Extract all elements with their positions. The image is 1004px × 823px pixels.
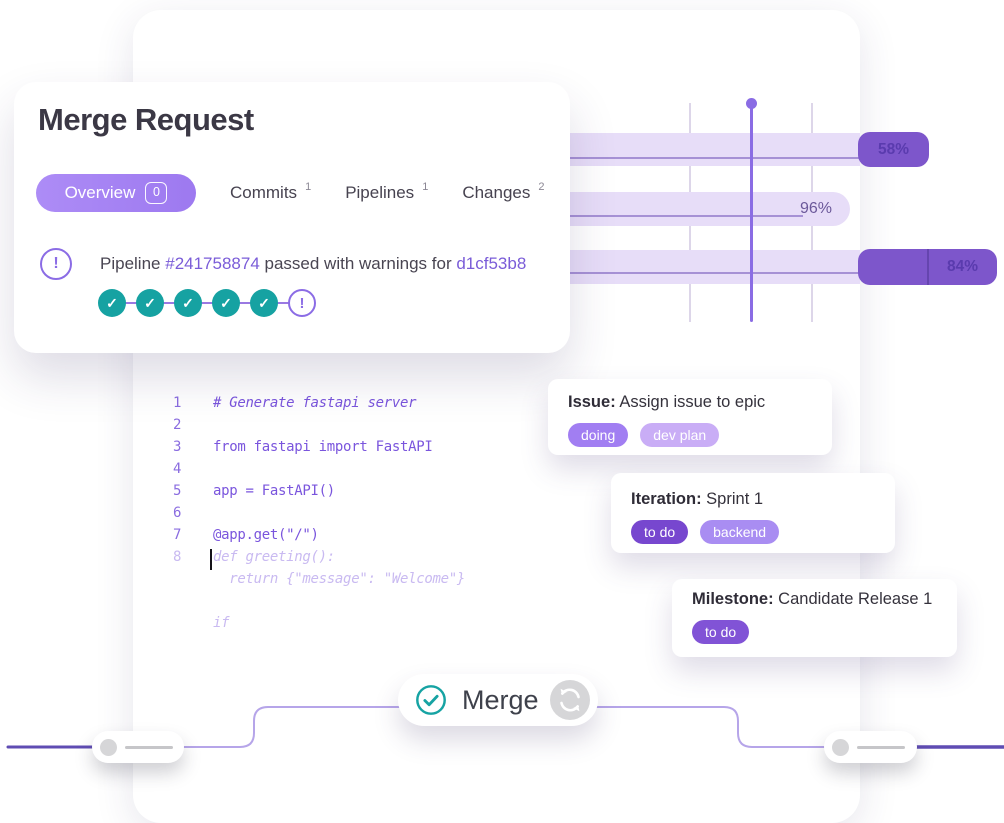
tab-label: Changes: [462, 183, 531, 202]
tab-badge: 0: [145, 182, 168, 204]
warning-icon: !: [40, 248, 72, 280]
iteration-tags: to do backend: [631, 520, 875, 544]
label-to-do[interactable]: to do: [631, 520, 689, 544]
code-line: 2: [173, 417, 182, 433]
stage-warning-icon[interactable]: !: [288, 289, 316, 317]
stage-passed-icon[interactable]: ✓: [174, 289, 202, 317]
placeholder-bar: [857, 745, 905, 749]
chart-bar-value-1: 58%: [858, 132, 929, 167]
tab-count: 2: [538, 181, 545, 193]
tab-count: 1: [305, 181, 312, 193]
iteration-title: Iteration: Sprint 1: [631, 490, 764, 508]
code-line: 7@app.get("/"): [173, 527, 319, 543]
text-cursor: [210, 549, 212, 570]
placeholder-node-right: [824, 731, 917, 763]
issue-tags: doing dev plan: [568, 423, 812, 447]
milestone-tags: to do: [692, 620, 937, 644]
chart-value-label: 84%: [946, 258, 979, 275]
placeholder-dot: [832, 738, 849, 756]
tab-label: Commits: [230, 183, 298, 202]
placeholder-dot: [100, 738, 117, 756]
tab-commits[interactable]: Commits 1: [230, 181, 312, 203]
code-line-ghost-suggestion: [147, 590, 587, 612]
chart-bar-value-3: 84%: [858, 249, 997, 285]
tab-label: Overview: [64, 183, 136, 202]
tab-overview[interactable]: Overview 0: [36, 174, 196, 212]
status-prefix: Pipeline: [100, 254, 161, 273]
stage-passed-icon[interactable]: ✓: [212, 289, 240, 317]
placeholder-bar: [125, 745, 173, 749]
issue-card[interactable]: Issue: Assign issue to epic doing dev pl…: [548, 379, 832, 455]
stage-connector-line: [112, 302, 304, 304]
pipeline-status-row: ! Pipeline #241758874 passed with warnin…: [40, 248, 526, 280]
tab-changes[interactable]: Changes 2: [462, 181, 545, 203]
pipeline-stage-graph: ✓ ✓ ✓ ✓ ✓ !: [98, 288, 316, 318]
stage-passed-icon[interactable]: ✓: [98, 289, 126, 317]
label-doing[interactable]: doing: [568, 423, 629, 447]
iteration-card[interactable]: Iteration: Sprint 1 to do backend: [611, 473, 895, 553]
code-line: 1# Generate fastapi server: [173, 395, 417, 411]
milestone-card[interactable]: Milestone: Candidate Release 1 to do: [672, 579, 957, 657]
tab-pipelines[interactable]: Pipelines 1: [345, 181, 429, 203]
chart-value-label: 58%: [877, 140, 910, 158]
tab-label: Pipelines: [345, 183, 415, 202]
label-to-do[interactable]: to do: [692, 620, 750, 644]
chart-segment-divider: [927, 249, 929, 285]
stage-passed-icon[interactable]: ✓: [250, 289, 278, 317]
label-dev-plan[interactable]: dev plan: [640, 423, 720, 447]
milestone-title: Milestone: Candidate Release 1: [692, 590, 933, 608]
sync-icon[interactable]: [550, 680, 590, 720]
merge-request-tabs: Overview 0 Commits 1 Pipelines 1 Changes…: [36, 174, 545, 212]
merge-request-card: Merge Request Overview 0 Commits 1 Pipel…: [14, 82, 570, 353]
merge-button-label: Merge: [462, 684, 539, 715]
code-line-ghost-suggestion: if: [213, 615, 230, 631]
code-line: 4: [173, 461, 182, 477]
code-line: 6: [173, 505, 182, 521]
commit-sha-link[interactable]: d1cf53b8: [456, 254, 527, 273]
tab-count: 1: [422, 181, 429, 193]
status-middle: passed with warnings for: [264, 254, 452, 273]
stage-passed-icon[interactable]: ✓: [136, 289, 164, 317]
page-title: Merge Request: [38, 102, 254, 137]
label-backend[interactable]: backend: [700, 520, 780, 544]
code-line-ghost-suggestion: return {"message": "Welcome"}: [213, 571, 465, 587]
merge-button[interactable]: Merge: [398, 674, 598, 726]
placeholder-node-left: [92, 731, 184, 763]
check-circle-icon: [416, 685, 446, 715]
pipeline-id-link[interactable]: #241758874: [165, 254, 260, 273]
pipeline-status-text: Pipeline #241758874 passed with warnings…: [100, 254, 526, 274]
issue-title: Issue: Assign issue to epic: [568, 393, 766, 411]
